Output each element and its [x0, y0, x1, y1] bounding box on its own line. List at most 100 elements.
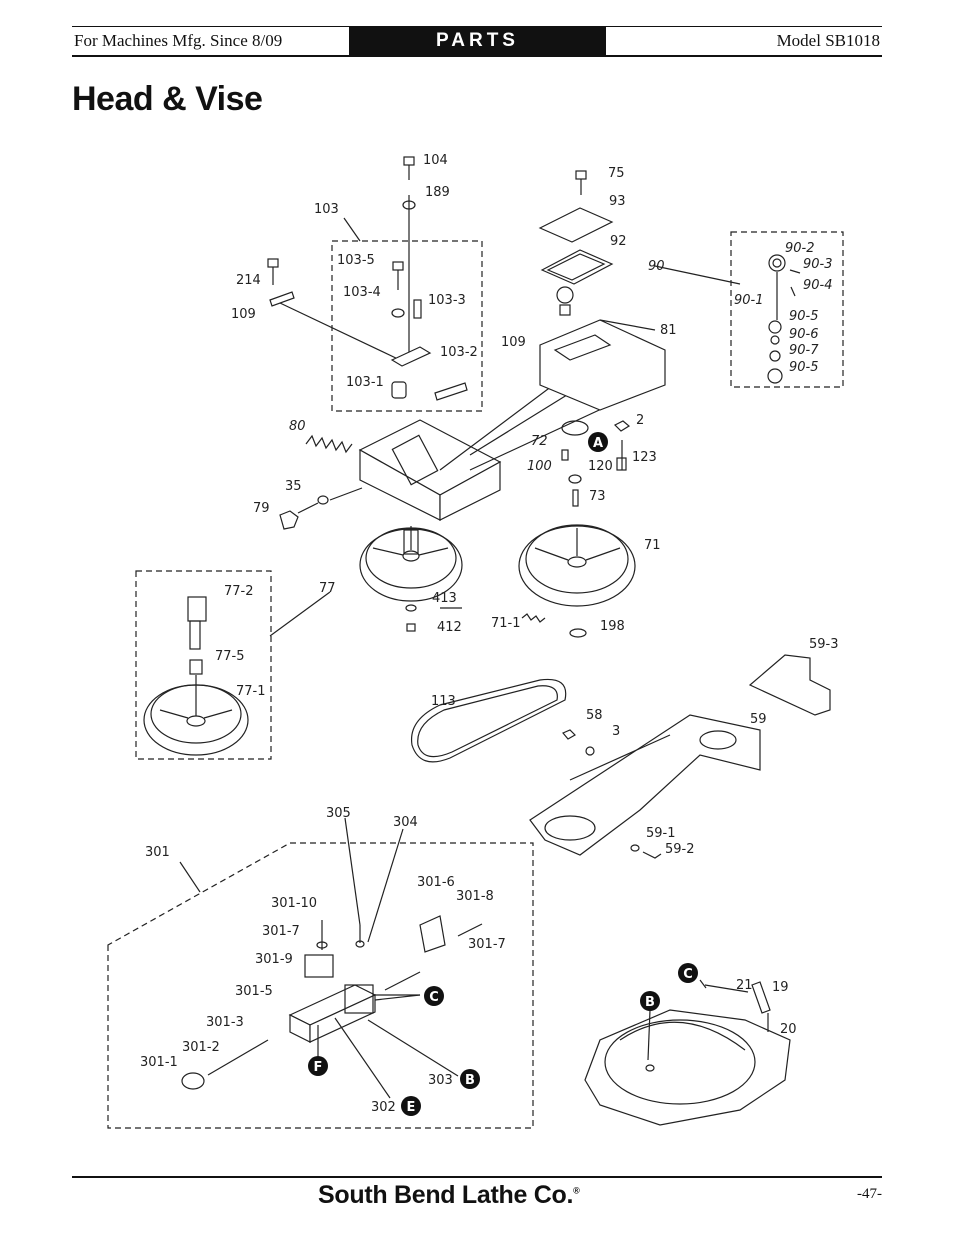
- part-label-21: 21: [736, 978, 753, 993]
- table-59: [529, 714, 761, 856]
- bracket-109: [269, 291, 295, 307]
- part-label-2: 2: [636, 413, 644, 428]
- part-label-103-2: 103-2: [440, 345, 478, 360]
- part-label-301-5: 301-5: [235, 984, 273, 999]
- part-label-77-5: 77-5: [215, 649, 245, 664]
- part-label-123: 123: [632, 450, 657, 465]
- bracket-109b: [434, 382, 468, 401]
- gasket-92: [540, 249, 614, 285]
- part-label-303: 303: [428, 1073, 453, 1088]
- part-label-113: 113: [431, 694, 456, 709]
- brand-name: South Bend Lathe Co.: [318, 1181, 574, 1209]
- part-label-301: 301: [145, 845, 170, 860]
- part-label-301-9: 301-9: [255, 952, 293, 967]
- part-label-301-7-left: 301-7: [262, 924, 300, 939]
- vise-body-301-5: [288, 984, 377, 1043]
- detail-box-103: [331, 240, 483, 412]
- callout-c-base: C: [683, 967, 693, 982]
- guide-block-103-2: [390, 346, 432, 367]
- part-label-103-3: 103-3: [428, 293, 466, 308]
- knob-79: [279, 510, 299, 530]
- part-label-90: 90: [648, 259, 665, 274]
- wheel-71: [518, 524, 636, 607]
- part-label-214: 214: [236, 273, 261, 288]
- part-label-189: 189: [425, 185, 450, 200]
- part-label-301-7-right: 301-7: [468, 937, 506, 952]
- part-label-90-3: 90-3: [803, 257, 833, 272]
- part-label-3: 3: [612, 724, 620, 739]
- bolt-104: [403, 156, 415, 180]
- callout-f: F: [314, 1060, 323, 1075]
- part-label-73: 73: [589, 489, 606, 504]
- head-casting: [358, 319, 666, 521]
- header-section-label: PARTS: [349, 27, 606, 55]
- part-label-301-10: 301-10: [271, 896, 317, 911]
- spring-80: [305, 434, 353, 454]
- part-label-103-1: 103-1: [346, 375, 384, 390]
- spring-71-1: [521, 613, 546, 623]
- callout-a: A: [593, 436, 603, 451]
- part-label-59-1: 59-1: [646, 826, 676, 841]
- part-label-103-5: 103-5: [337, 253, 375, 268]
- part-label-413: 413: [432, 591, 457, 606]
- page-number: -47-: [857, 1186, 882, 1202]
- part-label-90-4: 90-4: [803, 278, 833, 293]
- detail-box-77: [135, 570, 272, 760]
- part-label-59-2: 59-2: [665, 842, 695, 857]
- part-label-77: 77: [319, 581, 336, 596]
- part-label-90-5-top: 90-5: [789, 309, 819, 324]
- callout-c-vise: C: [429, 990, 439, 1005]
- part-label-90-5-bottom: 90-5: [789, 360, 819, 375]
- part-label-90-1: 90-1: [734, 293, 764, 308]
- part-label-35: 35: [285, 479, 302, 494]
- part-label-120: 120: [588, 459, 613, 474]
- part-label-77-1: 77-1: [236, 684, 266, 699]
- detail-box-vise: [107, 842, 534, 1129]
- bolt-75: [575, 170, 587, 195]
- callout-b-base: B: [645, 995, 655, 1010]
- footer-rule: [72, 1176, 882, 1178]
- callout-e: E: [407, 1100, 416, 1115]
- part-label-103: 103: [314, 202, 339, 217]
- part-label-77-2: 77-2: [224, 584, 254, 599]
- part-label-71-1: 71-1: [491, 616, 521, 631]
- part-label-75: 75: [608, 166, 625, 181]
- gear-90-2: [768, 254, 786, 272]
- part-label-19: 19: [772, 980, 789, 995]
- bolt-103-5: [392, 261, 404, 290]
- header-machines-note: For Machines Mfg. Since 8/09: [74, 31, 283, 50]
- part-label-72: 72: [531, 434, 548, 449]
- part-label-301-3: 301-3: [206, 1015, 244, 1030]
- callout-b-vise: B: [465, 1073, 475, 1088]
- part-label-81: 81: [660, 323, 677, 338]
- base-casting: [584, 1009, 791, 1126]
- part-label-90-6: 90-6: [789, 327, 819, 342]
- blade-113: [410, 678, 567, 763]
- part-label-20: 20: [780, 1022, 797, 1037]
- part-label-93: 93: [609, 194, 626, 209]
- part-label-109-left: 109: [231, 307, 256, 322]
- part-label-301-1: 301-1: [140, 1055, 178, 1070]
- part-label-80: 80: [289, 419, 306, 434]
- part-label-301-8: 301-8: [456, 889, 494, 904]
- detail-box-90: [730, 231, 844, 388]
- part-label-59-3: 59-3: [809, 637, 839, 652]
- part-label-71: 71: [644, 538, 661, 553]
- part-label-412: 412: [437, 620, 462, 635]
- footer-brand: South Bend Lathe Co.®: [318, 1181, 580, 1210]
- jaw-301-6: [419, 915, 446, 953]
- part-label-92: 92: [610, 234, 627, 249]
- part-label-198: 198: [600, 619, 625, 634]
- part-label-90-7: 90-7: [789, 343, 819, 358]
- part-label-302: 302: [371, 1100, 396, 1115]
- page-title: Head & Vise: [72, 80, 263, 118]
- wheel-77: [359, 526, 463, 602]
- bracket-59-3: [748, 654, 831, 716]
- cover-plate-93: [538, 207, 614, 243]
- part-label-90-2: 90-2: [785, 241, 815, 256]
- header-model: Model SB1018: [776, 31, 880, 50]
- part-label-301-6: 301-6: [417, 875, 455, 890]
- part-label-305: 305: [326, 806, 351, 821]
- part-label-304: 304: [393, 815, 418, 830]
